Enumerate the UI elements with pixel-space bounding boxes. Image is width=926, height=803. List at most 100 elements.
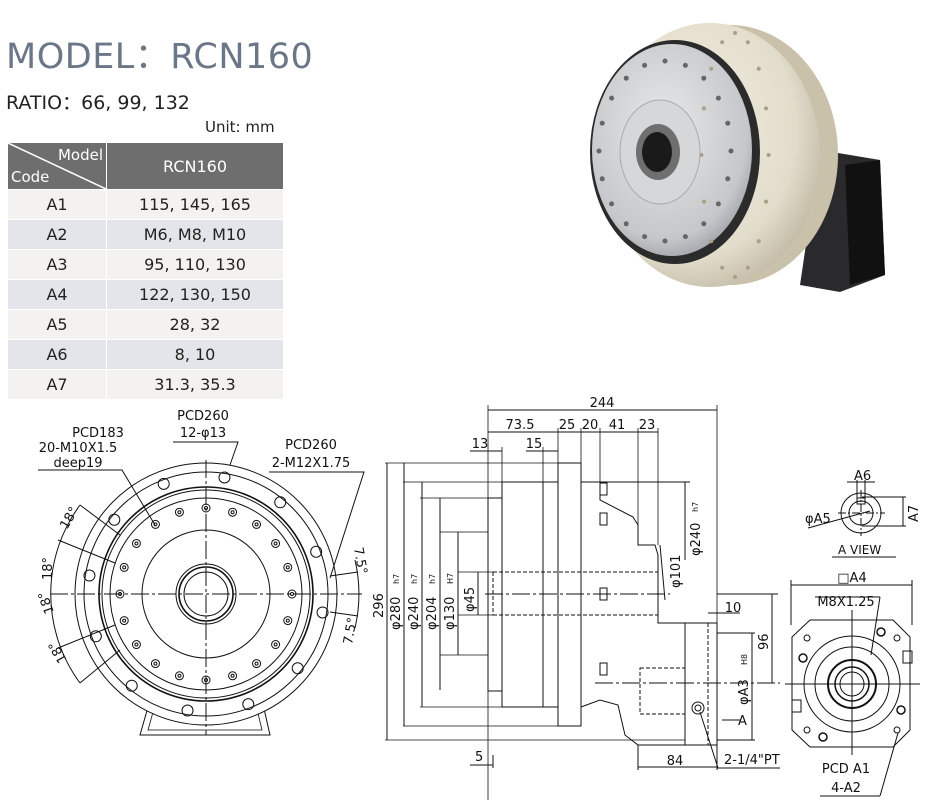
code-cell: A4 bbox=[7, 279, 107, 310]
tolerance-h7: h7 bbox=[392, 574, 401, 584]
bolt-hole bbox=[119, 562, 129, 572]
bolt-hole bbox=[271, 538, 281, 548]
bolt-hole bbox=[310, 545, 323, 558]
bolt-hole bbox=[122, 565, 127, 570]
tolerance-h7: h7 bbox=[691, 502, 700, 512]
bolt-hole bbox=[623, 221, 629, 227]
bolt-hole bbox=[174, 507, 184, 517]
bolt-hole bbox=[642, 234, 648, 240]
bolt-hole bbox=[153, 522, 158, 527]
a-view: A6 φA5 A7 A VIEW bbox=[805, 469, 922, 558]
code-label: Code bbox=[11, 168, 50, 186]
tolerance-h7: h7 bbox=[428, 574, 437, 584]
bolt-hole bbox=[252, 659, 262, 669]
bolt-hole bbox=[131, 640, 141, 650]
dim-84: 84 bbox=[667, 754, 684, 769]
value-cell: 122, 130, 150 bbox=[106, 279, 284, 310]
dim-10: 10 bbox=[725, 601, 742, 616]
code-cell: A6 bbox=[7, 339, 107, 370]
unit-text: Unit: mm bbox=[205, 118, 275, 136]
bolt-hole bbox=[134, 642, 139, 647]
bolt-hole bbox=[177, 673, 182, 678]
bolt-hole bbox=[150, 519, 160, 529]
bolt-hole bbox=[764, 106, 769, 111]
dim-phi-204: φ204 bbox=[425, 597, 440, 630]
bolt-hole bbox=[218, 471, 231, 484]
bolt-hole bbox=[609, 201, 615, 207]
bolt-hole bbox=[701, 221, 707, 227]
a-view-caption: A VIEW bbox=[838, 543, 881, 557]
angle-label: 7.5° bbox=[350, 546, 369, 575]
ratio-text: RATIO：66, 99, 132 bbox=[6, 92, 190, 114]
port-label: 2-1/4"PT bbox=[724, 753, 780, 768]
dim-73-5: 73.5 bbox=[506, 418, 535, 433]
bolt-hole bbox=[701, 75, 707, 81]
bolt-hole bbox=[733, 275, 737, 279]
value-cell: 8, 10 bbox=[106, 339, 284, 370]
bolt-hole bbox=[609, 95, 615, 101]
code-cell: A3 bbox=[7, 249, 107, 280]
dim-25: 25 bbox=[559, 418, 576, 433]
dim-13: 13 bbox=[472, 437, 489, 452]
bolt-hole bbox=[108, 513, 121, 526]
bolt-hole bbox=[662, 238, 668, 244]
bolt-hole bbox=[153, 661, 158, 666]
bolt-hole bbox=[701, 106, 706, 111]
pcd260-holes-size-label: 12-φ13 bbox=[180, 426, 226, 441]
bolt-hole bbox=[682, 234, 688, 240]
tolerance-H7: H7 bbox=[446, 573, 455, 584]
dim-phi-240-right: φ240 bbox=[689, 523, 704, 556]
bolt-hole bbox=[682, 62, 688, 68]
bolt-hole bbox=[745, 40, 750, 45]
value-cell: 28, 32 bbox=[106, 309, 284, 340]
dim-244: 244 bbox=[590, 396, 615, 411]
bolt-hole bbox=[273, 642, 278, 647]
bolt-hole bbox=[134, 541, 139, 546]
bolt-hole bbox=[242, 698, 255, 711]
bolt-hole bbox=[623, 75, 629, 81]
bolt-hole bbox=[720, 40, 725, 45]
bolt-hole bbox=[756, 239, 761, 244]
angle-label: 18° bbox=[57, 505, 82, 532]
bolt-hole bbox=[662, 58, 668, 64]
tolerance-h7: h7 bbox=[410, 574, 419, 584]
view-a-arrow-label: A bbox=[738, 714, 747, 729]
a6-label: A6 bbox=[854, 469, 871, 484]
thread-label: M8X1.25 bbox=[817, 595, 874, 610]
pcd260-thread-label: PCD260 bbox=[285, 438, 337, 453]
model-title: MODEL：RCN160 bbox=[6, 37, 314, 77]
bolt-hole bbox=[766, 153, 771, 157]
bolt-hole bbox=[83, 569, 96, 582]
value-cell: 31.3, 35.3 bbox=[106, 369, 284, 400]
tolerance-H8: H8 bbox=[740, 654, 749, 665]
dim-15: 15 bbox=[526, 437, 543, 452]
bolt-hole bbox=[131, 538, 141, 548]
dim-23: 23 bbox=[639, 418, 656, 433]
bolt-hole bbox=[274, 496, 287, 509]
bolt-hole bbox=[720, 265, 725, 270]
angle-label: 7.5° bbox=[341, 616, 360, 645]
bolt-hole bbox=[596, 148, 602, 154]
dim-20: 20 bbox=[582, 418, 599, 433]
bolt-hole bbox=[150, 659, 160, 669]
motor-flange-view: □A4 M8X1.25 PCD A1 4-A2 bbox=[785, 571, 920, 797]
bolt-hole bbox=[599, 176, 605, 182]
bolt-hole bbox=[599, 120, 605, 126]
bolt-hole bbox=[728, 148, 734, 154]
bolt-hole bbox=[228, 507, 238, 517]
dim-phi-45: φ45 bbox=[463, 587, 478, 612]
bolt-hole bbox=[119, 616, 129, 626]
dim-96: 96 bbox=[757, 633, 772, 650]
bolt-hole bbox=[157, 477, 170, 490]
dim-phi-280: φ280 bbox=[389, 597, 404, 630]
bolt-hole bbox=[715, 201, 721, 207]
bolt-hole bbox=[764, 199, 769, 204]
pcd260-thread-size-label: 2-M12X1.75 bbox=[272, 456, 351, 471]
bolt-hole bbox=[122, 618, 127, 623]
